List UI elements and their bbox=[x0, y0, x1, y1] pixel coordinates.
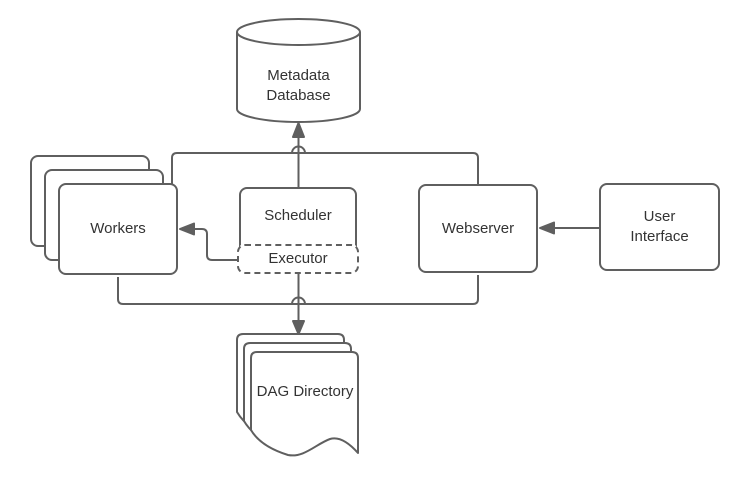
webserver-node: Webserver bbox=[418, 184, 538, 273]
workers-node: Workers bbox=[58, 183, 178, 275]
line-jump-bottom bbox=[291, 296, 306, 305]
webserver-label: Webserver bbox=[441, 219, 515, 237]
dag-directory-label: DAG Directory bbox=[256, 383, 354, 400]
dag-document-front bbox=[250, 351, 359, 457]
scheduler-label: Scheduler bbox=[264, 207, 332, 224]
line-jump-top bbox=[291, 145, 306, 154]
executor-label: Executor bbox=[268, 250, 328, 267]
user-interface-node: User Interface bbox=[599, 183, 720, 271]
executor-node: Executor bbox=[237, 244, 359, 274]
metadata-database-shape bbox=[236, 18, 361, 123]
workers-label: Workers bbox=[90, 220, 146, 237]
connector-trunk-top bbox=[171, 152, 479, 187]
arrowhead-to-webserver bbox=[539, 221, 555, 235]
arrowhead-to-dag-directory bbox=[292, 320, 305, 335]
metadata-database-label: Metadata Database bbox=[266, 67, 331, 104]
connector-executor-to-workers bbox=[194, 228, 238, 261]
user-interface-label: User Interface bbox=[630, 208, 689, 245]
arrowhead-to-workers bbox=[179, 222, 195, 236]
arrowhead-to-metadata-db bbox=[292, 122, 305, 138]
